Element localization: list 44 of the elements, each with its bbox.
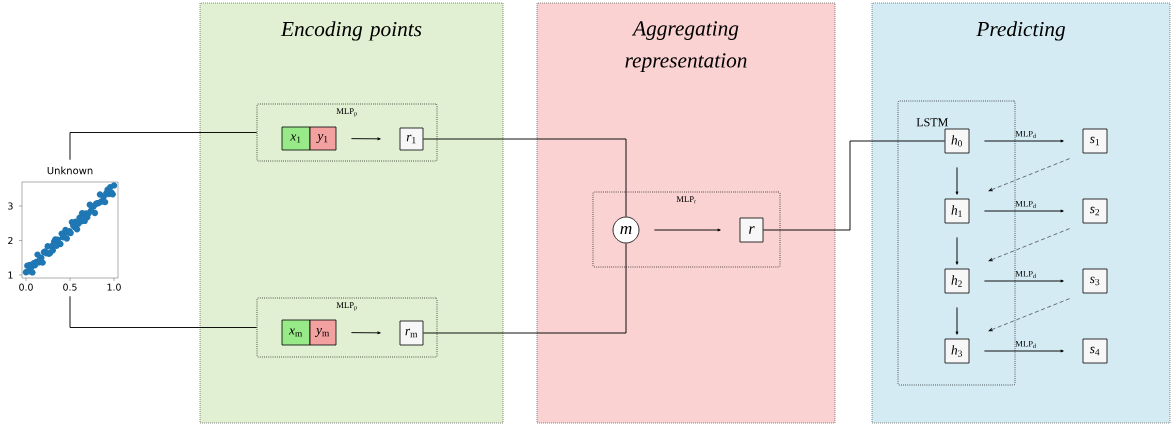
connector-line <box>762 140 946 231</box>
edge-label: MLP$_{d}$ <box>1015 270 1036 279</box>
variable-box: y$_{1}$ <box>309 126 337 151</box>
dashed-arrow <box>988 298 1070 332</box>
tick-label: 1 <box>8 271 13 279</box>
tick-label: 0.0 <box>19 283 33 291</box>
edge-label: MLP$_{d}$ <box>1015 340 1036 349</box>
arrow <box>955 236 959 265</box>
tick-label: 1.0 <box>107 283 121 291</box>
variable-box: r$_{m}$ <box>399 320 424 346</box>
arrow <box>983 349 1064 353</box>
variable-box: x$_{1}$ <box>281 126 311 151</box>
dashed-arrow <box>988 228 1070 262</box>
arrow <box>983 139 1064 143</box>
connector-line <box>69 132 258 161</box>
arrow <box>983 209 1064 213</box>
variable-box: s$_{4}$ <box>1082 338 1108 364</box>
arrow <box>350 137 381 141</box>
tick-label: 3 <box>8 202 13 210</box>
variable-box: s$_{3}$ <box>1082 268 1108 294</box>
connector-line <box>69 295 258 328</box>
connector-line <box>422 242 627 334</box>
variable-box: h$_{3}$ <box>944 338 970 364</box>
variable-box: x$_{m}$ <box>281 319 311 346</box>
arrow <box>350 331 381 335</box>
variable-box: s$_{1}$ <box>1082 128 1108 154</box>
tick-label: 2 <box>8 237 13 244</box>
variable-box: h$_{1}$ <box>944 198 970 224</box>
arrow <box>955 306 959 335</box>
arrow <box>983 279 1064 283</box>
arrow <box>653 228 721 232</box>
tick-label: 0.5 <box>63 283 77 291</box>
variable-box: r$_{1}$ <box>399 127 424 151</box>
scatter-plot: Unknown <box>47 166 93 175</box>
variable-box: s$_{2}$ <box>1082 198 1108 224</box>
variable-box: r <box>739 217 764 243</box>
edge-label: MLP$_{d}$ <box>1015 200 1036 209</box>
edge-label: MLP$_{d}$ <box>1015 130 1036 139</box>
variable-box: h$_{0}$ <box>944 128 970 154</box>
variable-box: h$_{2}$ <box>944 268 970 294</box>
variable-box: y$_{m}$ <box>309 319 337 346</box>
dashed-arrow <box>988 158 1070 192</box>
connector-line <box>422 138 627 218</box>
arrow <box>955 166 959 195</box>
